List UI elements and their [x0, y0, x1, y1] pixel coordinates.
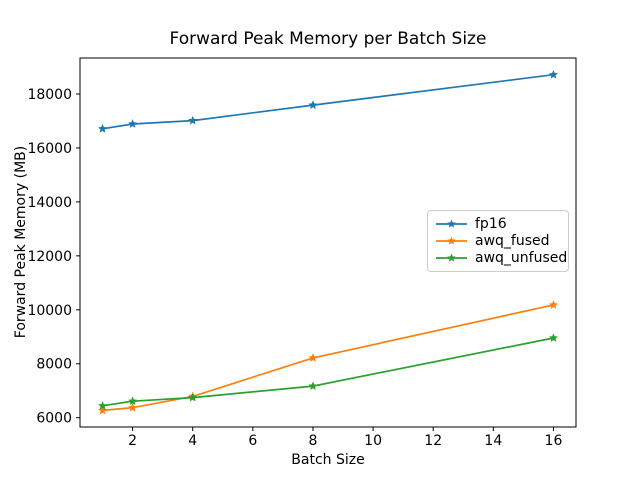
- series-line-awq_fused: [102, 304, 554, 412]
- marker-awq_fused-icon: [128, 402, 138, 412]
- marker-awq_unfused-icon: [308, 381, 318, 391]
- series-line-awq_unfused: [102, 337, 554, 407]
- marker-awq_unfused-icon: [548, 333, 559, 342]
- y-tick-label: 14000: [27, 195, 72, 211]
- x-tick-label: 4: [188, 433, 197, 449]
- awq-unfused-line-marker-icon: [436, 253, 467, 262]
- x-tick-label: 14: [484, 433, 502, 449]
- legend-item-awq-fused: awq_fused: [436, 234, 560, 248]
- awq-fused-line-marker-icon: [436, 236, 467, 245]
- x-tick-label: 6: [248, 433, 257, 449]
- legend-label-awq-unfused: awq_unfused: [475, 250, 568, 267]
- legend-item-fp16: fp16: [436, 217, 560, 231]
- y-tick-label: 6000: [36, 411, 72, 427]
- legend-label-fp16: fp16: [475, 215, 507, 232]
- legend-item-awq-unfused: awq_unfused: [436, 251, 567, 265]
- marker-awq_unfused-icon: [97, 401, 108, 410]
- chart-title: Forward Peak Memory per Batch Size: [170, 29, 487, 49]
- marker-awq_unfused-icon: [128, 396, 138, 406]
- fp16-line-marker-icon: [436, 219, 467, 228]
- legend-sample-marker-icon: [447, 219, 456, 228]
- legend: fp16 awq_fused awq_unfused: [427, 210, 569, 272]
- y-tick-label: 12000: [27, 249, 72, 265]
- y-axis-label: Forward Peak Memory (MB): [13, 146, 29, 338]
- marker-fp16-icon: [128, 119, 138, 128]
- x-axis-label: Batch Size: [291, 452, 364, 468]
- y-tick-label: 10000: [27, 303, 72, 319]
- marker-awq_fused-icon: [548, 300, 559, 309]
- marker-fp16-icon: [548, 69, 559, 79]
- marker-awq_fused-icon: [308, 353, 318, 362]
- marker-fp16-icon: [97, 124, 108, 133]
- axes-frame: [79, 57, 577, 428]
- x-tick-label: 8: [309, 433, 318, 449]
- plot-area: 2 4 6 8 10 12 14 16 6000 8000 10000 12000 14000 16000…: [27, 57, 577, 449]
- legend-label-awq-fused: awq_fused: [475, 232, 550, 249]
- y-tick-label: 18000: [27, 87, 72, 103]
- x-tick-label: 10: [364, 433, 382, 449]
- x-tick-label: 16: [545, 433, 563, 449]
- marker-fp16-icon: [188, 115, 198, 125]
- legend-sample-marker-icon: [447, 253, 456, 262]
- y-tick-label: 16000: [27, 141, 72, 157]
- marker-fp16-icon: [308, 100, 318, 109]
- y-tick-label: 8000: [36, 357, 72, 373]
- marker-awq_unfused-icon: [188, 392, 198, 402]
- marker-awq_fused-icon: [97, 405, 108, 415]
- legend-sample-marker-icon: [447, 236, 456, 245]
- x-tick-label: 2: [128, 433, 137, 449]
- x-tick-label: 12: [424, 433, 442, 449]
- series-line-fp16: [102, 73, 554, 130]
